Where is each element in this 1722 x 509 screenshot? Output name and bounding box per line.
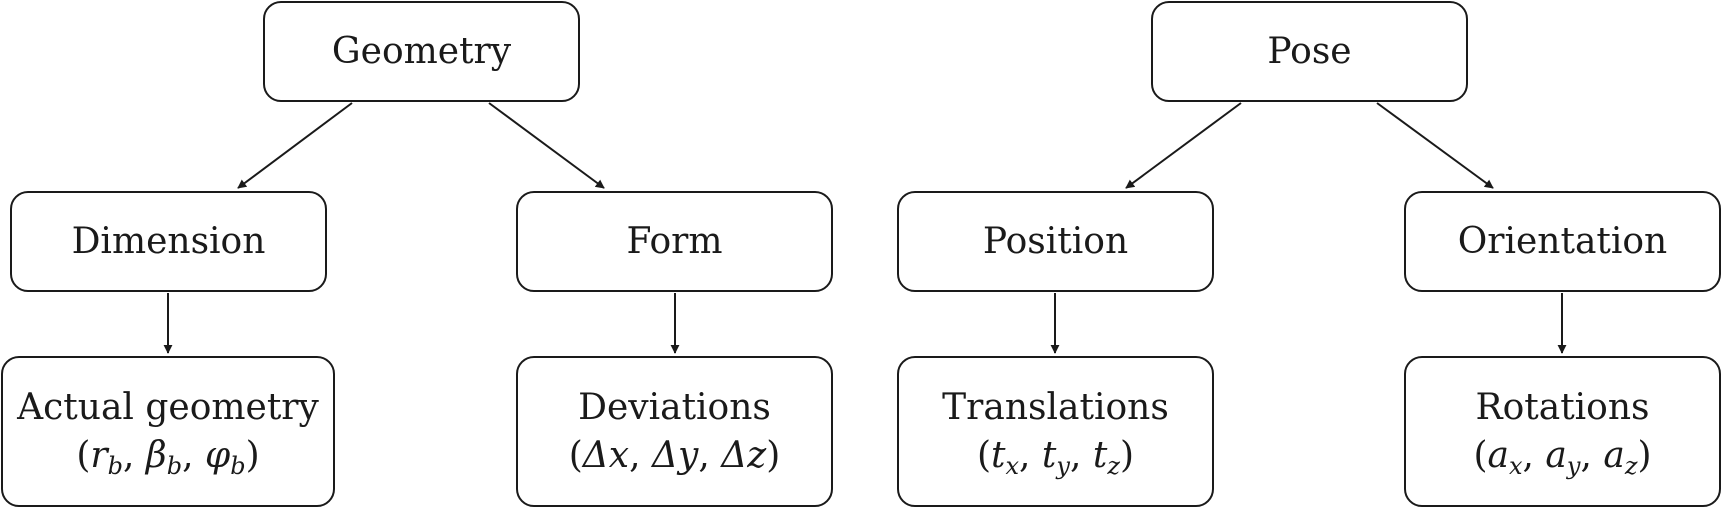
node-pose-label: Pose <box>1267 30 1352 72</box>
formula-open-paren: ( <box>1473 434 1488 476</box>
node-rotations-formula: (ax, ay, az) <box>1473 434 1652 480</box>
formula-close-paren: ) <box>766 434 781 476</box>
formula-symbol: a <box>1487 434 1509 476</box>
node-form-label: Form <box>626 220 723 262</box>
node-translations-label: Translations <box>942 387 1169 429</box>
formula-comma: , <box>1522 434 1546 476</box>
node-actual-geometry-label: Actual geometry <box>17 387 319 429</box>
formula-symbol: β <box>145 434 167 476</box>
formula-comma: , <box>123 434 146 476</box>
formula-subscript: x <box>1005 451 1020 480</box>
formula-comma: , <box>629 434 652 476</box>
node-actual-geometry: Actual geometry (rb, βb, φb) <box>1 356 335 507</box>
node-orientation: Orientation <box>1404 191 1721 292</box>
formula-comma: , <box>1580 434 1604 476</box>
formula-symbol: a <box>1545 434 1567 476</box>
formula-subscript: y <box>1056 451 1070 480</box>
formula-subscript: b <box>107 451 124 480</box>
formula-symbol: Δz <box>721 434 767 476</box>
formula-subscript: z <box>1624 451 1638 480</box>
node-actual-geometry-formula: (rb, βb, φb) <box>76 434 260 480</box>
edge-geometry-form <box>488 102 605 189</box>
node-position: Position <box>897 191 1214 292</box>
formula-comma: , <box>1019 434 1042 476</box>
node-position-label: Position <box>982 220 1129 262</box>
formula-symbol: t <box>1092 434 1108 476</box>
node-deviations-formula: (Δx, Δy, Δz) <box>569 434 781 477</box>
formula-symbol: Δx <box>582 434 630 476</box>
node-form: Form <box>516 191 833 292</box>
formula-subscript: y <box>1566 451 1581 480</box>
node-geometry: Geometry <box>263 1 580 102</box>
node-translations-formula: (tx, ty, tz) <box>976 434 1135 480</box>
formula-close-paren: ) <box>1637 434 1652 476</box>
formula-comma: , <box>698 434 722 476</box>
edge-pose-orientation <box>1376 102 1494 189</box>
formula-symbol: φ <box>204 434 231 476</box>
formula-symbol: Δy <box>652 434 699 476</box>
formula-subscript: b <box>230 451 246 480</box>
formula-close-paren: ) <box>245 434 260 476</box>
formula-subscript: b <box>166 451 183 480</box>
node-translations: Translations (tx, ty, tz) <box>897 356 1214 507</box>
edge-pose-position <box>1125 102 1242 189</box>
node-dimension: Dimension <box>10 191 327 292</box>
node-deviations: Deviations (Δx, Δy, Δz) <box>516 356 833 507</box>
node-geometry-label: Geometry <box>331 30 512 72</box>
formula-symbol: a <box>1603 434 1625 476</box>
node-orientation-label: Orientation <box>1457 220 1668 262</box>
node-pose: Pose <box>1151 1 1468 102</box>
formula-open-paren: ( <box>976 434 992 476</box>
formula-open-paren: ( <box>568 434 583 476</box>
node-rotations-label: Rotations <box>1475 387 1650 429</box>
node-rotations: Rotations (ax, ay, az) <box>1404 356 1721 507</box>
formula-comma: , <box>1069 434 1093 476</box>
formula-open-paren: ( <box>76 434 91 476</box>
formula-comma: , <box>182 434 205 476</box>
edge-geometry-dimension <box>237 102 353 189</box>
formula-symbol: t <box>1041 434 1057 476</box>
formula-subscript: z <box>1107 451 1120 480</box>
formula-symbol: t <box>991 434 1006 476</box>
node-deviations-label: Deviations <box>578 387 771 429</box>
formula-symbol: r <box>90 434 108 476</box>
formula-close-paren: ) <box>1119 434 1135 476</box>
node-dimension-label: Dimension <box>71 220 266 262</box>
formula-subscript: x <box>1508 451 1523 480</box>
